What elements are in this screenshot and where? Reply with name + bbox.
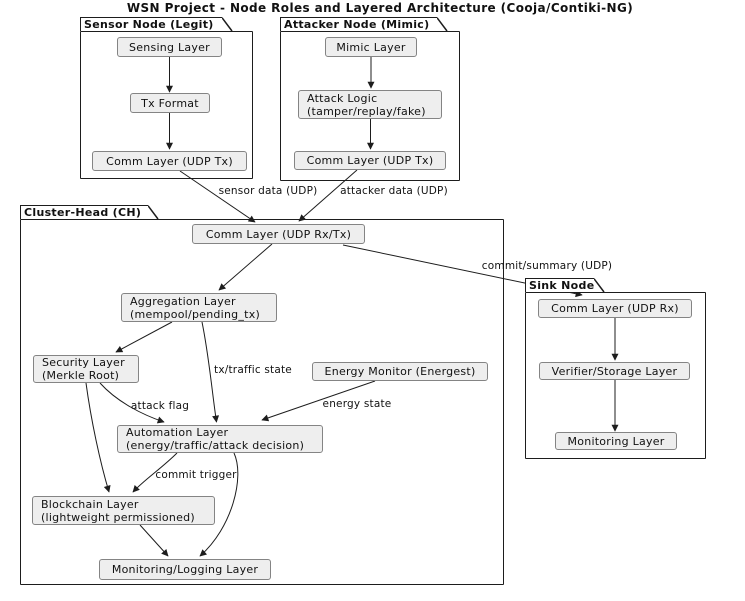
node-security-layer: Security Layer (Merkle Root) — [33, 355, 139, 383]
cluster-head-tab-diagonal — [147, 205, 159, 220]
edge-label-commit-trigger: commit trigger — [155, 469, 237, 481]
package-attacker-node-tab: Attacker Node (Mimic) — [280, 17, 437, 31]
package-cluster-head-tab: Cluster-Head (CH) — [20, 205, 148, 219]
edge-blockchain-to-monitoringlogging — [139, 524, 169, 557]
edge-label-attacker-data: attacker data (UDP) — [340, 185, 448, 197]
node-attacker-comm-layer: Comm Layer (UDP Tx) — [294, 151, 446, 170]
node-energy-monitor: Energy Monitor (Energest) — [312, 362, 488, 381]
node-automation-layer: Automation Layer (energy/traffic/attack … — [117, 425, 323, 453]
sink-tab-diagonal — [593, 278, 605, 293]
edge-aggregation-to-automation — [201, 321, 220, 423]
edge-chcomm-to-aggregation — [218, 243, 273, 291]
edge-aggregation-to-security — [115, 321, 173, 353]
node-mimic-layer: Mimic Layer — [325, 37, 417, 57]
edge-security-to-automation — [99, 382, 165, 424]
node-sink-comm-layer: Comm Layer (UDP Rx) — [538, 299, 692, 318]
node-ch-comm-layer: Comm Layer (UDP Rx/Tx) — [192, 224, 365, 244]
edge-label-sensor-data: sensor data (UDP) — [218, 185, 318, 197]
package-sink-node-tab: Sink Node — [525, 278, 594, 292]
edge-security-to-blockchain — [85, 382, 111, 493]
node-sensor-comm-layer: Comm Layer (UDP Tx) — [92, 151, 247, 171]
edge-label-commit-summary: commit/summary (UDP) — [481, 260, 613, 272]
edge-label-attack-flag: attack flag — [130, 400, 190, 412]
edge-label-energy-state: energy state — [322, 398, 392, 410]
edge-attackercomm-to-chcomm — [298, 169, 358, 222]
node-attack-logic: Attack Logic (tamper/replay/fake) — [298, 90, 442, 119]
edge-sensorcomm-to-chcomm — [179, 170, 256, 223]
sensor-tab-diagonal — [221, 17, 233, 32]
edge-automation-to-monitoringlogging — [199, 452, 239, 557]
edge-energy-to-automation — [261, 380, 376, 422]
node-sink-monitoring-layer: Monitoring Layer — [555, 432, 677, 450]
node-aggregation-layer: Aggregation Layer (mempool/pending_tx) — [121, 293, 277, 322]
node-verifier-storage-layer: Verifier/Storage Layer — [539, 362, 690, 380]
package-sensor-node-tab: Sensor Node (Legit) — [80, 17, 222, 31]
node-blockchain-layer: Blockchain Layer (lightweight permission… — [32, 496, 215, 525]
attacker-tab-diagonal — [436, 17, 448, 32]
edge-label-tx-traffic-state: tx/traffic state — [214, 364, 292, 376]
node-monitoring-logging-layer: Monitoring/Logging Layer — [99, 559, 271, 580]
diagram-title: WSN Project - Node Roles and Layered Arc… — [126, 1, 634, 15]
node-sensing-layer: Sensing Layer — [117, 37, 222, 57]
node-tx-format: Tx Format — [130, 93, 210, 113]
edge-automation-to-blockchain — [132, 452, 178, 493]
